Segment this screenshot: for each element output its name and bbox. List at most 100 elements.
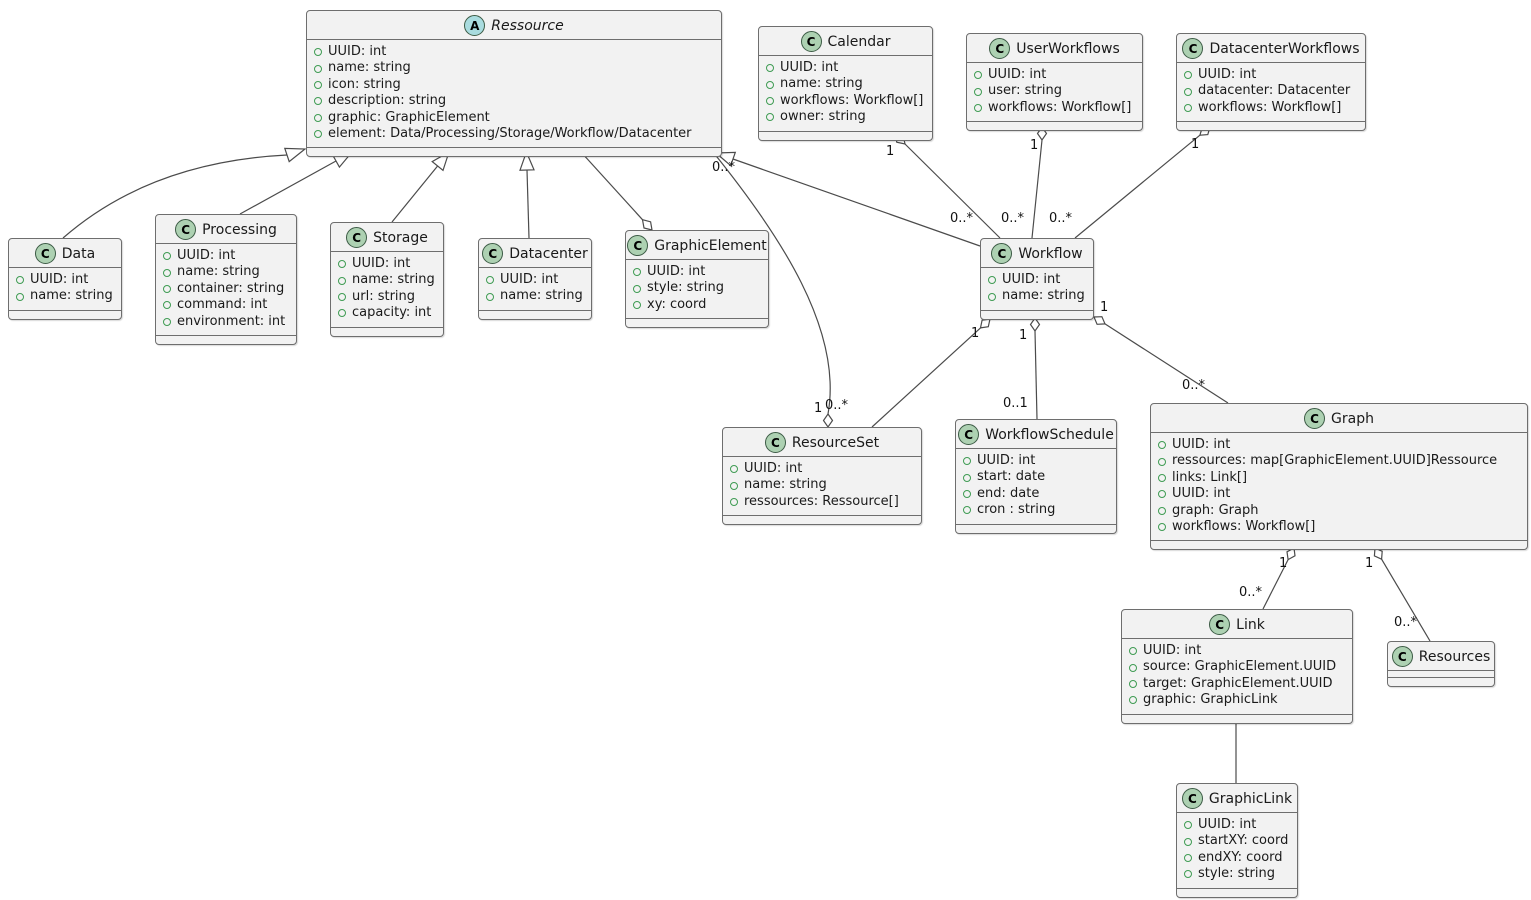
methods-compartment: [967, 121, 1142, 130]
attribute-text: UUID: int: [500, 272, 559, 287]
attribute: capacity: int: [338, 305, 436, 321]
field-icon: [1158, 457, 1166, 466]
multiplicity-label: 0..*: [1049, 211, 1073, 226]
class-name: Processing: [202, 221, 277, 238]
attribute-text: name: string: [30, 288, 113, 304]
attribute-text: owner: string: [780, 109, 866, 125]
attribute-text: UUID: int: [1198, 817, 1257, 832]
field-icon: [633, 284, 641, 293]
attribute-text: UUID: int: [30, 272, 89, 287]
multiplicity-label: 1: [1279, 556, 1288, 571]
edge-datacenter-extends-ressource: [519, 150, 535, 239]
methods-compartment: [1388, 677, 1494, 686]
field-icon: [1184, 870, 1192, 879]
attribute: workflows: Workflow[]: [974, 100, 1135, 116]
attribute: UUID: int: [338, 256, 436, 272]
attribute-text: workflows: Workflow[]: [1198, 99, 1342, 115]
multiplicity-label: 0..*: [1394, 615, 1418, 630]
field-icon: [633, 268, 641, 277]
field-icon: [766, 97, 774, 106]
attribute: style: string: [1184, 866, 1290, 882]
edge-storage-extends-ressource: [391, 150, 451, 223]
attribute-text: name: string: [352, 272, 435, 288]
attribute: end: date: [963, 486, 1109, 502]
methods-compartment: [626, 318, 768, 327]
attribute: UUID: int: [486, 272, 584, 288]
field-icon: [974, 71, 982, 80]
methods-compartment: [1177, 887, 1297, 897]
field-icon: [163, 252, 171, 261]
attribute: startXY: coord: [1184, 833, 1290, 849]
attribute: UUID: int: [766, 60, 925, 76]
multiplicity-label: 0..*: [712, 160, 736, 175]
class-icon: C: [958, 424, 980, 445]
field-icon: [338, 276, 346, 285]
field-icon: [974, 104, 982, 113]
class-name: UserWorkflows: [1016, 40, 1120, 57]
attribute-text: target: GraphicElement.UUID: [1143, 675, 1333, 691]
class-icon: C: [1391, 646, 1413, 667]
attribute: ressources: map[GraphicElement.UUID]Ress…: [1158, 453, 1520, 469]
class-header: C WorkflowSchedule: [956, 420, 1116, 448]
multiplicity-label: 1: [1019, 328, 1028, 343]
field-icon: [1129, 696, 1137, 705]
attribute: workflows: Workflow[]: [1158, 519, 1520, 535]
field-icon: [1184, 837, 1192, 846]
attribute: UUID: int: [1158, 437, 1520, 453]
attribute: cron : string: [963, 502, 1109, 518]
field-icon: [963, 457, 971, 466]
attribute-text: workflows: Workflow[]: [780, 92, 924, 108]
attribute-text: UUID: int: [1172, 437, 1231, 452]
class-name: Graph: [1331, 410, 1374, 427]
attribute-text: UUID: int: [744, 461, 803, 476]
attribute-text: UUID: int: [1143, 643, 1202, 658]
edge-ressource-resourceset-aggregation: [712, 151, 834, 429]
multiplicity-label: 0..*: [950, 211, 974, 226]
field-icon: [766, 80, 774, 89]
class-name: WorkflowSchedule: [985, 426, 1114, 443]
field-icon: [338, 309, 346, 318]
methods-compartment: [723, 515, 921, 524]
field-icon: [730, 498, 738, 507]
methods-compartment: [479, 309, 591, 319]
field-icon: [1158, 490, 1166, 499]
attribute: workflows: Workflow[]: [766, 93, 925, 109]
attribute: graph: Graph: [1158, 503, 1520, 519]
edge-workflow-graph-aggregation: [1093, 316, 1229, 404]
attribute: UUID: int: [633, 264, 761, 280]
methods-compartment: [981, 309, 1093, 319]
methods-compartment: [1177, 121, 1365, 130]
attribute-text: user: string: [988, 83, 1062, 99]
multiplicity-label: 0..1: [1003, 396, 1028, 411]
attribute-text: command: int: [177, 297, 268, 313]
